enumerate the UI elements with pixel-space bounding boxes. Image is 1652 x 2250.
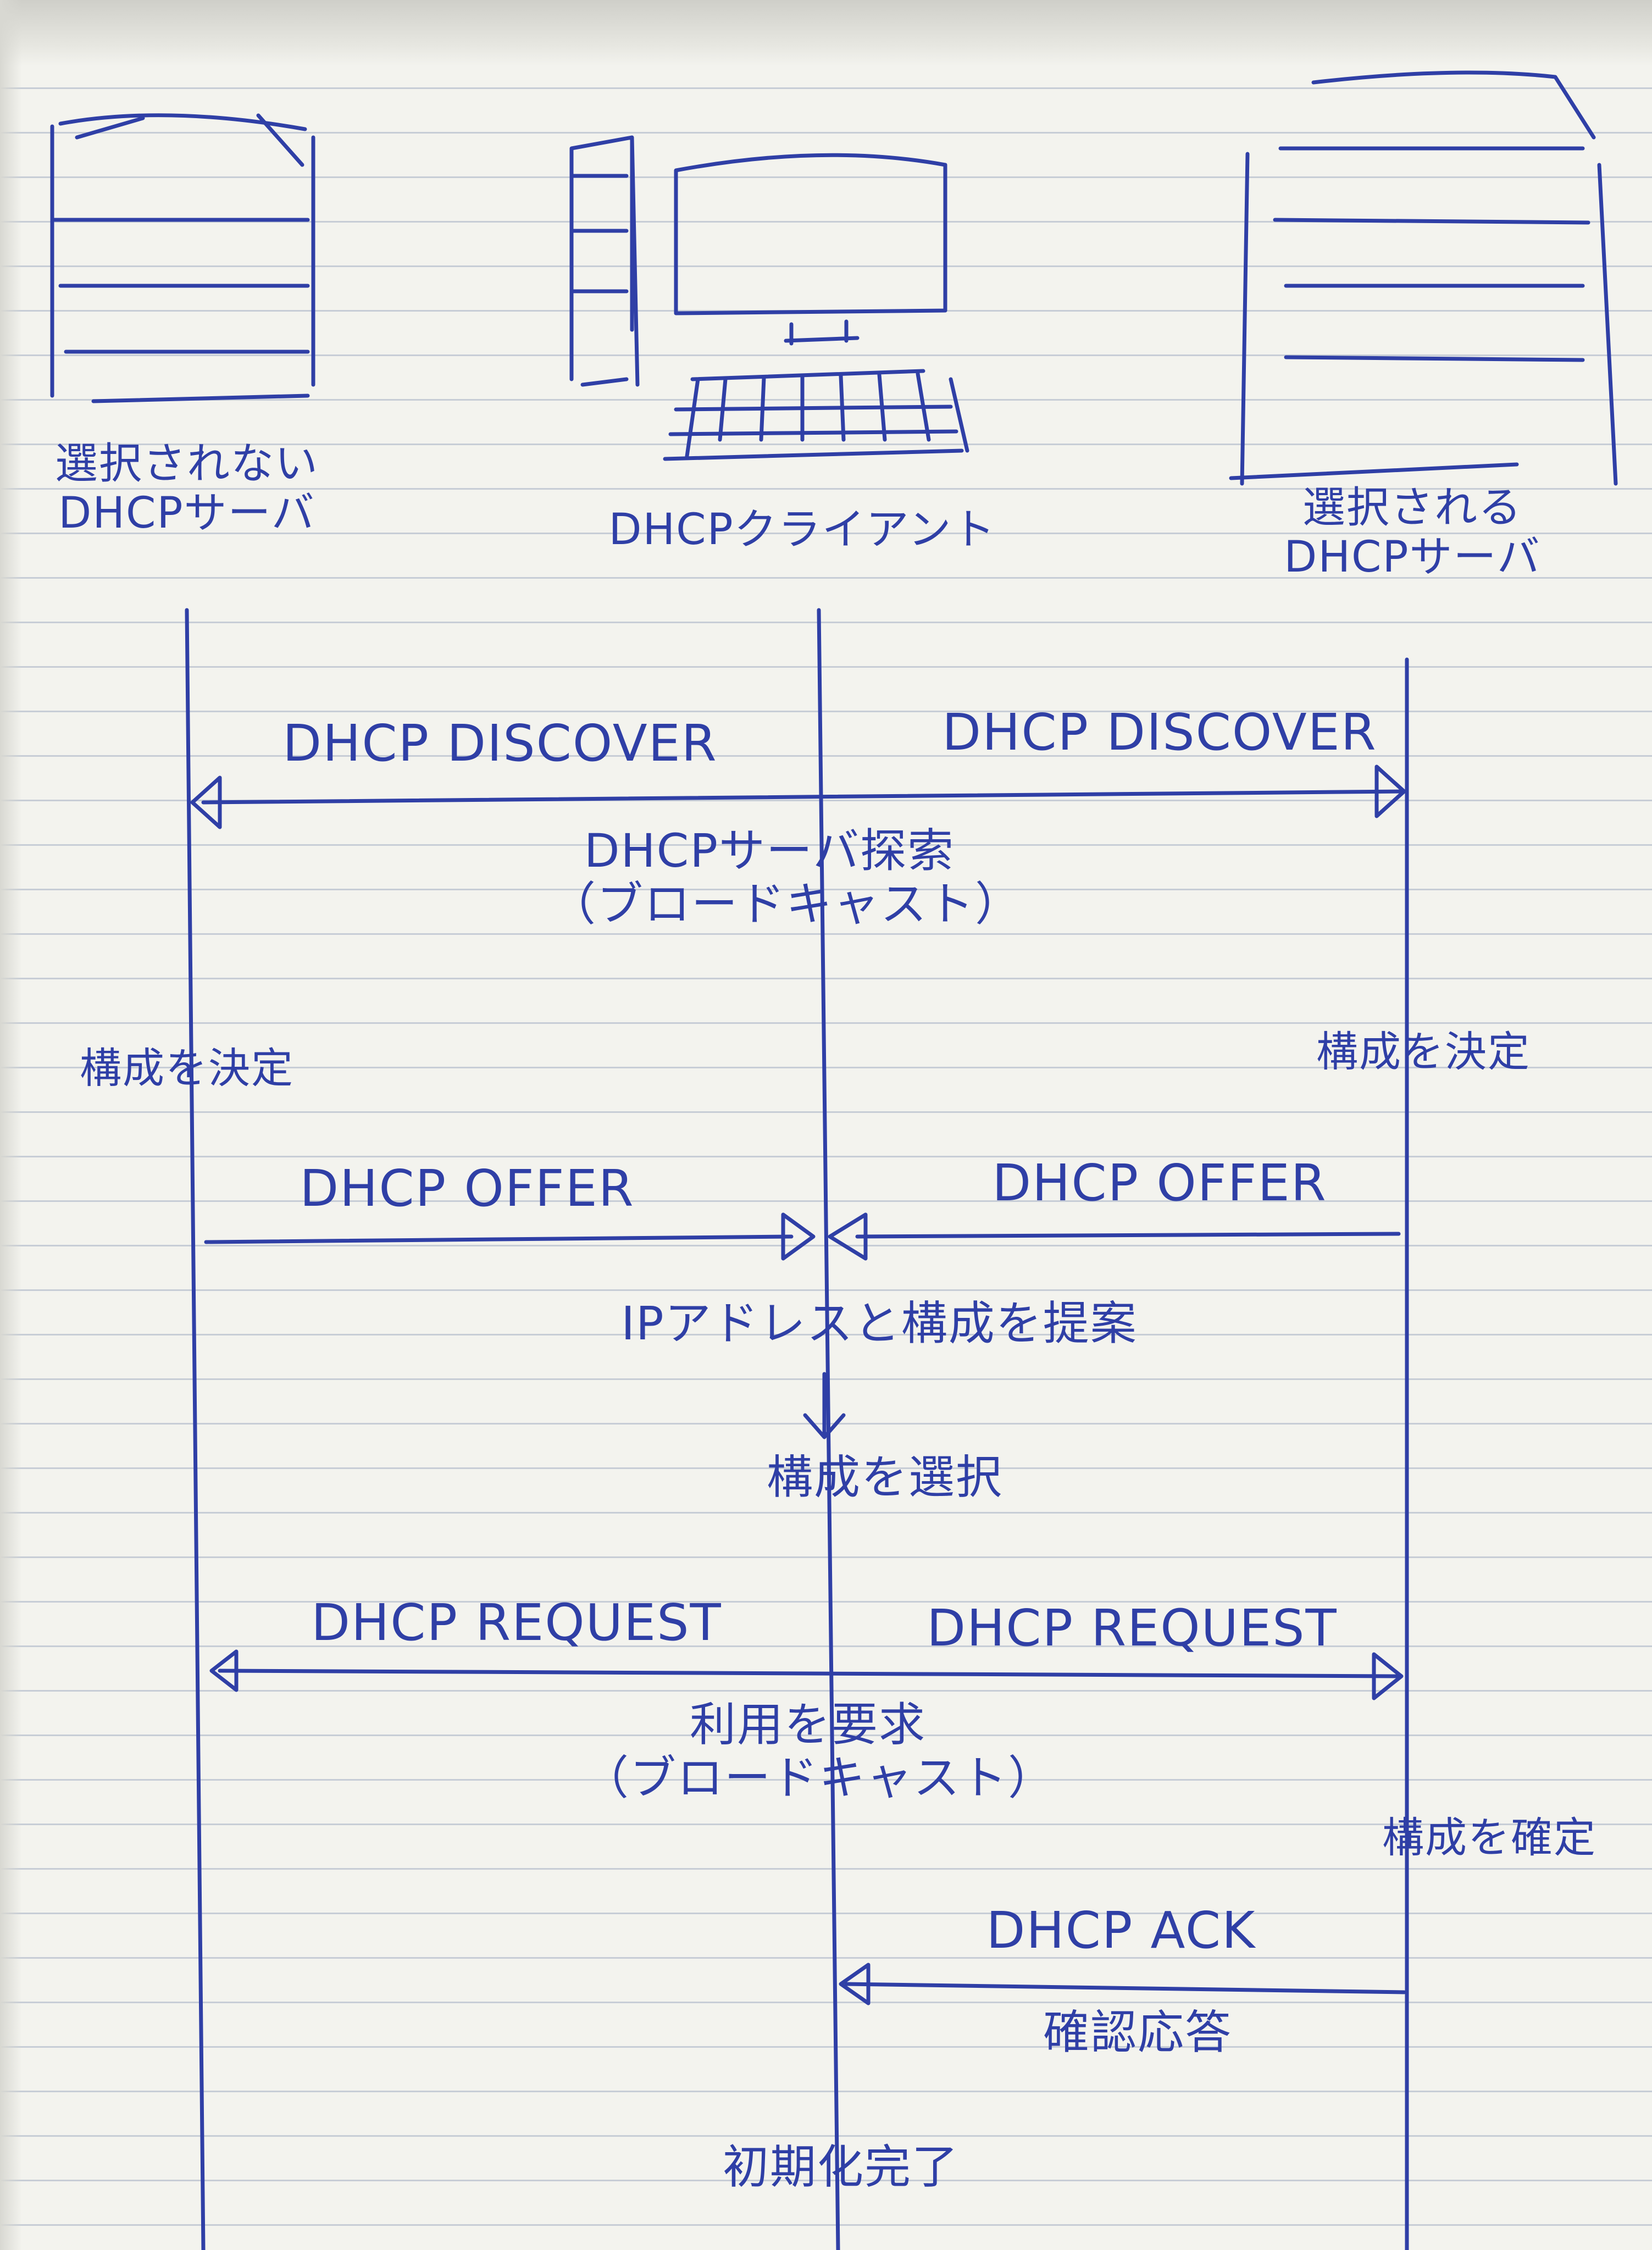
ack-arrow-line — [844, 1982, 1406, 1994]
discover-note: DHCPサーバ探索 （ブロードキャスト） — [550, 824, 1023, 931]
arrowhead-right — [1372, 1652, 1404, 1700]
right-config-note: 構成を決定 — [1316, 1027, 1531, 1076]
discover-arrow-line — [201, 789, 1406, 805]
arrowhead-right — [781, 1212, 816, 1261]
offer-right-label: DHCP OFFER — [992, 1154, 1327, 1212]
arrowhead-left — [828, 1212, 868, 1261]
server-icon — [50, 113, 315, 403]
computer-icon — [569, 135, 969, 461]
request-note-line1: 利用を要求 — [689, 1698, 926, 1752]
request-right-label: DHCP REQUEST — [927, 1599, 1338, 1658]
select-config-note: 構成を選択 — [766, 1450, 1003, 1504]
page-top-shadow — [0, 0, 1652, 66]
request-arrow-line — [218, 1669, 1401, 1678]
discover-note-line2: （ブロードキャスト） — [550, 877, 1023, 931]
arrowhead-left — [190, 775, 222, 829]
left-config-note: 構成を決定 — [80, 1044, 294, 1093]
discover-right-label: DHCP DISCOVER — [942, 703, 1377, 762]
discover-note-line1: DHCPサーバ探索 — [584, 824, 955, 878]
participant-right-line1: 選択される — [1302, 483, 1522, 533]
offer-arrow-line — [204, 1232, 1401, 1244]
page-left-edge — [0, 0, 22, 2250]
participant-left-label: 選択されない DHCPサーバ — [44, 439, 330, 538]
confirm-config-note: 構成を確定 — [1382, 1813, 1596, 1862]
ack-note: 確認応答 — [1043, 2005, 1232, 2059]
arrowhead-left — [839, 1963, 871, 2005]
participant-right-line2: DHCPサーバ — [1284, 532, 1541, 582]
request-left-label: DHCP REQUEST — [311, 1593, 722, 1652]
participant-center-label: DHCPクライアント — [608, 505, 996, 555]
down-arrow — [803, 1372, 846, 1439]
participant-right-label: 選択される DHCPサーバ — [1242, 483, 1583, 582]
lifeline-left — [185, 608, 206, 2250]
complete-note: 初期化完了 — [722, 2140, 959, 2194]
request-note: 利用を要求 （ブロードキャスト） — [583, 1698, 1056, 1805]
arrowhead-right — [1374, 764, 1406, 818]
participant-left-line2: DHCPサーバ — [58, 488, 315, 538]
offer-note: IPアドレスと構成を提案 — [621, 1296, 1138, 1350]
participant-left-line1: 選択されない — [54, 439, 319, 489]
server-icon — [1229, 70, 1618, 486]
request-note-line2: （ブロードキャスト） — [583, 1750, 1056, 1805]
arrowhead-left — [209, 1649, 239, 1692]
offer-left-label: DHCP OFFER — [300, 1159, 635, 1218]
discover-left-label: DHCP DISCOVER — [282, 714, 718, 773]
ack-label: DHCP ACK — [986, 1901, 1256, 1960]
